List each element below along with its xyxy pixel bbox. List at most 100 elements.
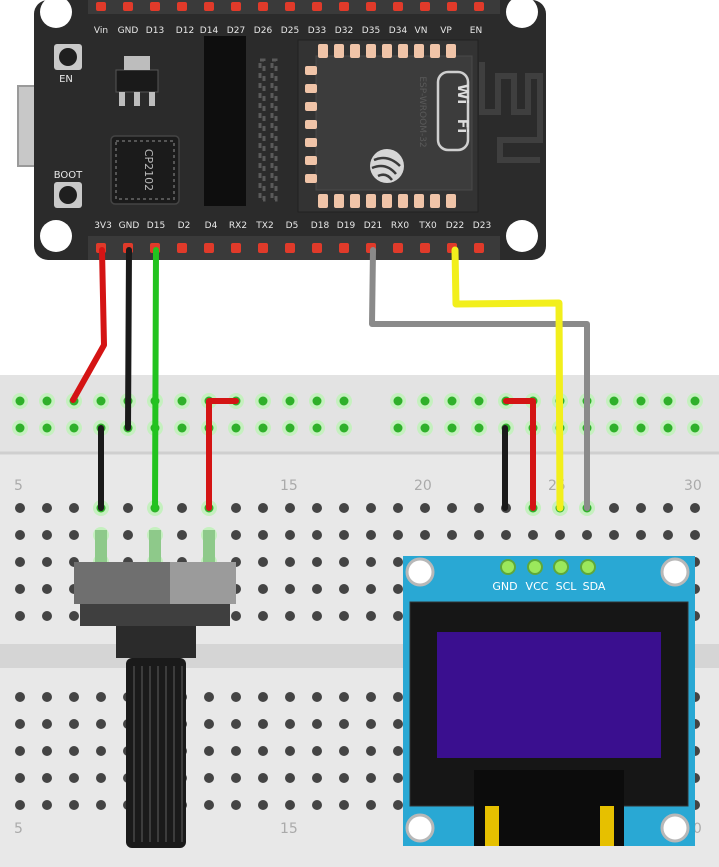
top-pin bbox=[339, 2, 349, 11]
hole bbox=[339, 557, 349, 567]
hole bbox=[123, 530, 133, 540]
column-number-20: 20 bbox=[414, 478, 432, 494]
pin-label-D21: D21 bbox=[364, 221, 382, 231]
hole bbox=[42, 423, 52, 433]
hole bbox=[15, 557, 25, 567]
wire-red-pot-vcc bbox=[206, 398, 239, 511]
hole bbox=[258, 503, 268, 513]
hole bbox=[42, 584, 52, 594]
hole bbox=[339, 503, 349, 513]
pin-label-3V3: 3V3 bbox=[94, 221, 112, 231]
pin-label-D34: D34 bbox=[389, 26, 408, 36]
pin-label-GND-top: GND bbox=[118, 26, 139, 36]
hole bbox=[15, 611, 25, 621]
module-pad bbox=[350, 44, 360, 58]
hole bbox=[366, 584, 376, 594]
hole bbox=[42, 746, 52, 756]
pin-label-D27: D27 bbox=[227, 26, 245, 36]
module-pad bbox=[430, 44, 440, 58]
pin-label-VN: VN bbox=[415, 26, 428, 36]
hole bbox=[42, 611, 52, 621]
hole bbox=[96, 719, 106, 729]
hole bbox=[42, 773, 52, 783]
espressif-logo bbox=[370, 149, 404, 183]
hole bbox=[231, 423, 241, 433]
hole bbox=[636, 423, 646, 433]
hole bbox=[204, 800, 214, 810]
oled-pin-scl bbox=[553, 559, 569, 575]
wire-red-oled-vcc bbox=[503, 398, 536, 511]
oled-pin-label-scl: SCL bbox=[556, 580, 578, 593]
bottom-number-5: 5 bbox=[14, 821, 23, 837]
hole bbox=[258, 773, 268, 783]
hole bbox=[447, 503, 457, 513]
module-pad bbox=[305, 138, 317, 147]
hole bbox=[447, 423, 457, 433]
hole bbox=[312, 719, 322, 729]
hole bbox=[177, 423, 187, 433]
hole bbox=[393, 557, 403, 567]
pin-label-D2: D2 bbox=[178, 221, 191, 231]
hole bbox=[177, 396, 187, 406]
pot-leg-right bbox=[203, 530, 215, 566]
top-pin bbox=[204, 2, 214, 11]
oled-pin-label-vcc: VCC bbox=[526, 580, 549, 593]
pin-label-EN-top: EN bbox=[470, 26, 482, 36]
hole bbox=[312, 746, 322, 756]
pin-label-D22: D22 bbox=[446, 221, 464, 231]
hole bbox=[690, 423, 700, 433]
hole bbox=[339, 719, 349, 729]
pin-label-D18: D18 bbox=[311, 221, 330, 231]
boot-button-label: BOOT bbox=[54, 170, 83, 181]
hole bbox=[285, 396, 295, 406]
hole bbox=[177, 503, 187, 513]
module-pad bbox=[366, 194, 376, 208]
module-pad bbox=[414, 44, 424, 58]
oled-pin-sda bbox=[580, 559, 596, 575]
wifi-logo-frame bbox=[436, 70, 470, 152]
hole bbox=[15, 773, 25, 783]
mount-hole-bl bbox=[40, 220, 72, 252]
pin-label-Vin: Vin bbox=[94, 26, 108, 36]
bottom-number-15: 15 bbox=[280, 821, 298, 837]
hole bbox=[393, 503, 403, 513]
pin-label-D26: D26 bbox=[254, 26, 273, 36]
bottom-pin bbox=[285, 243, 295, 253]
hole bbox=[69, 746, 79, 756]
pin-label-TX2: TX2 bbox=[255, 221, 273, 231]
hole bbox=[204, 719, 214, 729]
module-pads bbox=[305, 44, 456, 208]
hole bbox=[582, 530, 592, 540]
hole bbox=[96, 746, 106, 756]
pot-nut bbox=[116, 626, 196, 658]
module-pad bbox=[305, 120, 317, 129]
module-pad bbox=[305, 66, 317, 75]
hole bbox=[258, 746, 268, 756]
hole bbox=[339, 584, 349, 594]
hole bbox=[474, 503, 484, 513]
hole bbox=[69, 503, 79, 513]
antenna-trace bbox=[479, 62, 543, 163]
en-button-cap bbox=[59, 48, 77, 66]
oled-display: GND VCC SCL SDA bbox=[403, 556, 695, 846]
bottom-pin bbox=[231, 243, 241, 253]
top-pin bbox=[285, 2, 295, 11]
hole bbox=[231, 746, 241, 756]
hole bbox=[204, 773, 214, 783]
hole bbox=[69, 800, 79, 810]
top-pin bbox=[447, 2, 457, 11]
pin-label-TX0: TX0 bbox=[418, 221, 437, 231]
hole bbox=[96, 692, 106, 702]
hole bbox=[42, 557, 52, 567]
hole bbox=[69, 773, 79, 783]
hole bbox=[393, 530, 403, 540]
top-pin bbox=[312, 2, 322, 11]
pin-label-D19: D19 bbox=[337, 221, 356, 231]
hole bbox=[231, 692, 241, 702]
mount-hole-tr bbox=[506, 0, 538, 28]
hole bbox=[447, 396, 457, 406]
module-pad bbox=[398, 44, 408, 58]
top-pin bbox=[96, 2, 106, 11]
hole bbox=[231, 611, 241, 621]
